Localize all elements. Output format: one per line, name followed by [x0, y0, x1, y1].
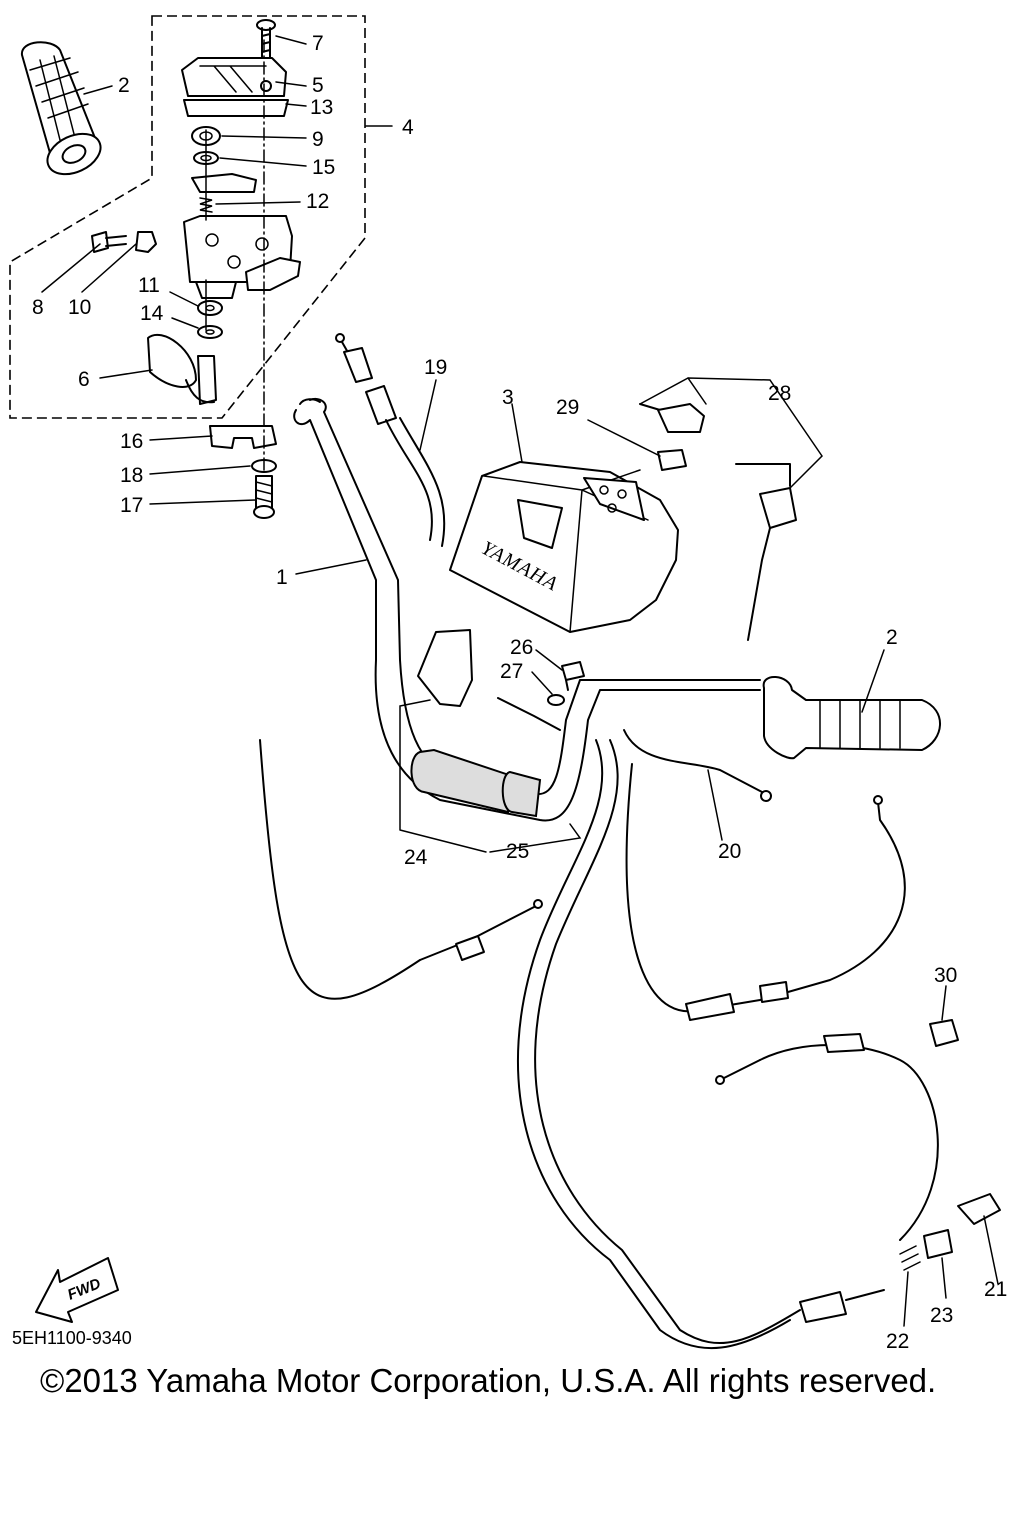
- clamp-16[interactable]: [209, 425, 277, 449]
- callout-22: 22: [886, 1330, 909, 1353]
- throttle-housing[interactable]: [183, 215, 301, 299]
- callout-2-left: 2: [118, 74, 130, 97]
- callout-9: 9: [312, 128, 324, 151]
- callout-11: 11: [138, 274, 160, 297]
- cable-20[interactable]: [623, 729, 906, 1021]
- washer-11[interactable]: [197, 300, 223, 316]
- callout-28: 28: [768, 382, 791, 405]
- callout-21: 21: [984, 1278, 1007, 1301]
- washer-27[interactable]: [547, 694, 565, 706]
- callout-20: 20: [718, 840, 741, 863]
- screw-7[interactable]: [256, 19, 276, 59]
- callout-1: 1: [276, 566, 288, 589]
- throttle-cable-19[interactable]: [335, 333, 446, 547]
- callout-2-right: 2: [886, 626, 898, 649]
- lever-plate[interactable]: [191, 173, 257, 193]
- adjuster-21[interactable]: [957, 1193, 1001, 1225]
- bolt-8[interactable]: [91, 231, 127, 253]
- bolt-17[interactable]: [253, 475, 275, 519]
- callout-23: 23: [930, 1304, 953, 1327]
- copyright-notice: ©2013 Yamaha Motor Corporation, U.S.A. A…: [40, 1362, 936, 1399]
- gasket-13[interactable]: [183, 99, 289, 117]
- bar-pad-24[interactable]: [410, 748, 514, 814]
- bolt-26[interactable]: [561, 661, 585, 691]
- callout-29: 29: [556, 396, 579, 419]
- drawing-code: 5EH1100-9340: [12, 1328, 132, 1348]
- washer-14[interactable]: [197, 325, 223, 339]
- left-grip[interactable]: [21, 41, 107, 182]
- start-switch[interactable]: [417, 629, 561, 731]
- callout-14: 14: [140, 302, 164, 325]
- callout-10: 10: [68, 296, 91, 319]
- fwd-arrow-icon: FWD: [35, 1257, 119, 1323]
- assembly-outline-4: [9, 15, 366, 419]
- cover-5[interactable]: [181, 57, 287, 97]
- left-cable[interactable]: [419, 899, 543, 961]
- callout-17: 17: [120, 494, 143, 517]
- callout-12: 12: [306, 190, 329, 213]
- brake-cable[interactable]: [516, 739, 939, 1350]
- leader-lines: [41, 35, 999, 1327]
- callout-16: 16: [120, 430, 143, 453]
- nut-23[interactable]: [923, 1229, 953, 1259]
- nut-10[interactable]: [135, 231, 157, 253]
- callout-24: 24: [404, 846, 428, 869]
- callout-4: 4: [402, 116, 414, 139]
- callout-7: 7: [312, 32, 324, 55]
- switch-6[interactable]: [147, 333, 217, 405]
- bar-pad-25[interactable]: [501, 770, 542, 818]
- callout-13: 13: [310, 96, 333, 119]
- callout-3: 3: [502, 386, 514, 409]
- callout-18: 18: [120, 464, 143, 487]
- clip-30[interactable]: [929, 1019, 959, 1047]
- spring-22[interactable]: [899, 1245, 921, 1271]
- callout-26: 26: [510, 636, 533, 659]
- callout-30: 30: [934, 964, 957, 987]
- callout-5: 5: [312, 74, 324, 97]
- kill-switch-28[interactable]: [639, 403, 797, 641]
- callout-6: 6: [78, 368, 90, 391]
- callout-8: 8: [32, 296, 44, 319]
- callout-25: 25: [506, 840, 529, 863]
- nut-29[interactable]: [657, 449, 687, 471]
- handlebar-cover-3[interactable]: YAMAHA: [449, 461, 679, 633]
- callout-15: 15: [312, 156, 335, 179]
- right-grip[interactable]: [762, 676, 941, 760]
- callout-27: 27: [500, 660, 523, 683]
- callout-19: 19: [424, 356, 447, 379]
